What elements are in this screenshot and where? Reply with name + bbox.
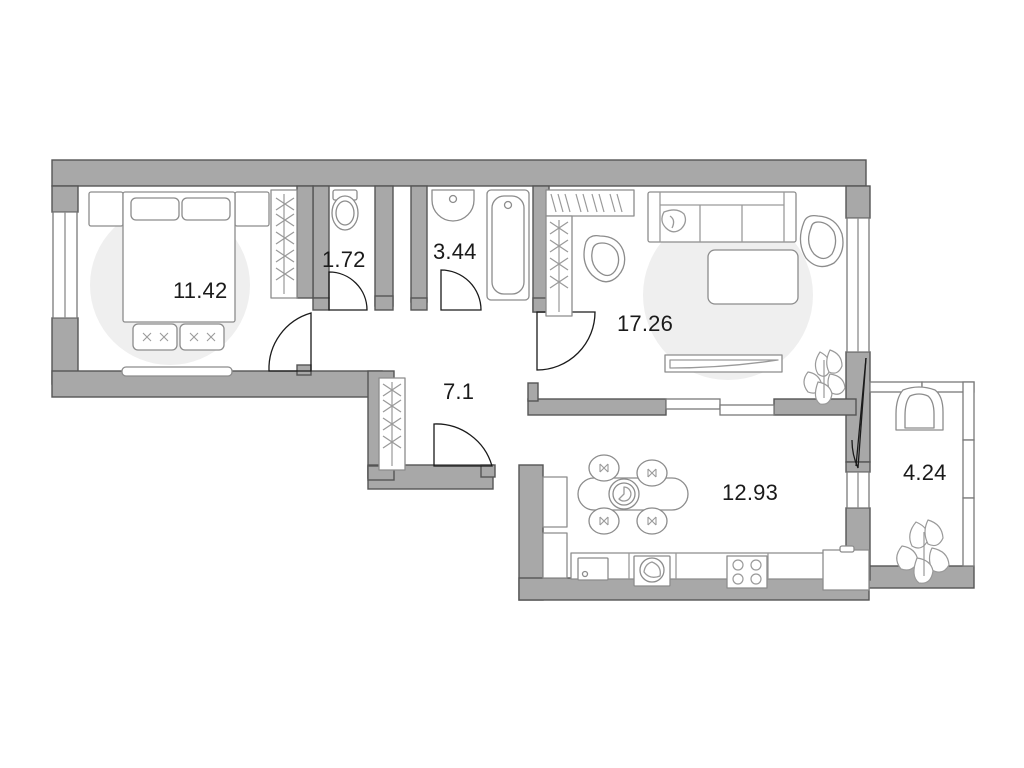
wall-kitchen-bottom [518, 577, 870, 601]
wall-bedroom-door-jamb [296, 364, 312, 376]
washbasin [431, 189, 475, 222]
kitchen-fridge [822, 549, 870, 591]
wall-living-bottom-right [773, 398, 857, 416]
room-area-label-living-room: 17.26 [617, 311, 674, 336]
bathtub-inner [491, 195, 525, 295]
door-swing-bedroom [268, 312, 312, 372]
wall-toilet-door-jamb [312, 297, 330, 311]
coffee-table-living [707, 249, 799, 305]
pillow-right [181, 197, 231, 221]
window-living-bottom-sash-right [719, 404, 775, 416]
wall-corridor-jamb-a [374, 295, 394, 311]
wall-exterior-top [51, 159, 867, 187]
kitchen-fridge-handle [839, 545, 855, 553]
wardrobe-living-hangers [549, 220, 569, 312]
room-area-label-balcony: 4.24 [903, 460, 947, 485]
shelving-unit-top [545, 189, 635, 217]
dining-chairs [588, 454, 668, 535]
door-swing-balcony [851, 357, 867, 469]
balcony-glazing-right-a [962, 381, 975, 441]
plant-balcony [896, 519, 950, 584]
kitchen-hob [726, 555, 768, 589]
balcony-glazing-right-b [962, 439, 975, 499]
plant-living [803, 349, 846, 405]
doors-layer [268, 269, 867, 469]
door-swing-toilet [328, 271, 368, 311]
wall-right-upper-stub [845, 185, 871, 219]
wall-exterior-left-upper [51, 185, 79, 213]
balcony-glazing-right-c [962, 497, 975, 567]
bed-bench-right [179, 323, 225, 351]
bed-bench-crosses [142, 332, 216, 342]
bathtub-drain [503, 200, 513, 210]
walls-layer [51, 159, 975, 601]
kitchen-counter [570, 552, 826, 580]
radiator-bedroom [121, 366, 233, 377]
kitchen-sink [577, 557, 609, 581]
bed-bench-left [132, 323, 178, 351]
wall-living-left-return [527, 382, 539, 402]
furniture-layer [88, 189, 950, 591]
bed-double [122, 191, 236, 323]
windows-layer [52, 211, 975, 567]
pillow-left [130, 197, 180, 221]
cabinet-kitchen-upper [542, 476, 568, 528]
armchair-living-right-seat [807, 221, 837, 260]
radiator-living-inner [669, 359, 779, 369]
nightstand-right [234, 191, 270, 227]
door-swing-kitchen [433, 423, 493, 467]
wall-toilet-left [312, 185, 330, 299]
kitchen-hob-burners [732, 559, 762, 585]
room-area-label-kitchen: 12.93 [722, 480, 779, 505]
washbasin-drain [448, 194, 458, 204]
room-area-label-bathroom: 3.44 [433, 239, 477, 264]
toilet-bowl-inner [335, 200, 355, 226]
door-leaf-balcony [855, 357, 867, 467]
wall-toilet-right [374, 185, 394, 307]
nightstand-left [88, 191, 124, 227]
room-area-label-hallway: 7.1 [443, 379, 475, 404]
wardrobe-hallway-hangers [382, 382, 402, 466]
room-area-label-bedroom: 11.42 [173, 278, 228, 303]
room-area-label-toilet: 1.72 [322, 247, 366, 272]
armchair-living-left-seat [591, 242, 620, 277]
sofa-cushion-fold [669, 215, 675, 229]
wall-bedroom-right [296, 185, 314, 299]
dining-centerpiece-inner [618, 486, 632, 502]
window-living-bottom-sash-left [665, 398, 721, 410]
wall-bathroom-left [410, 185, 428, 303]
wardrobe-bedroom-hangers [275, 194, 295, 294]
wall-bathroom-door-jamb [410, 297, 428, 311]
washing-machine-drum-inner [643, 561, 661, 578]
wall-hall-jamb-right [480, 464, 496, 478]
shelving-unit-top-books [550, 193, 623, 213]
door-swing-living [536, 311, 596, 371]
wall-living-bottom-left [527, 398, 667, 416]
door-swing-bathroom [440, 269, 482, 311]
armchair-balcony-seat [904, 393, 935, 429]
kitchen-sink-drain [581, 570, 589, 578]
cabinet-kitchen-lower [542, 532, 568, 579]
